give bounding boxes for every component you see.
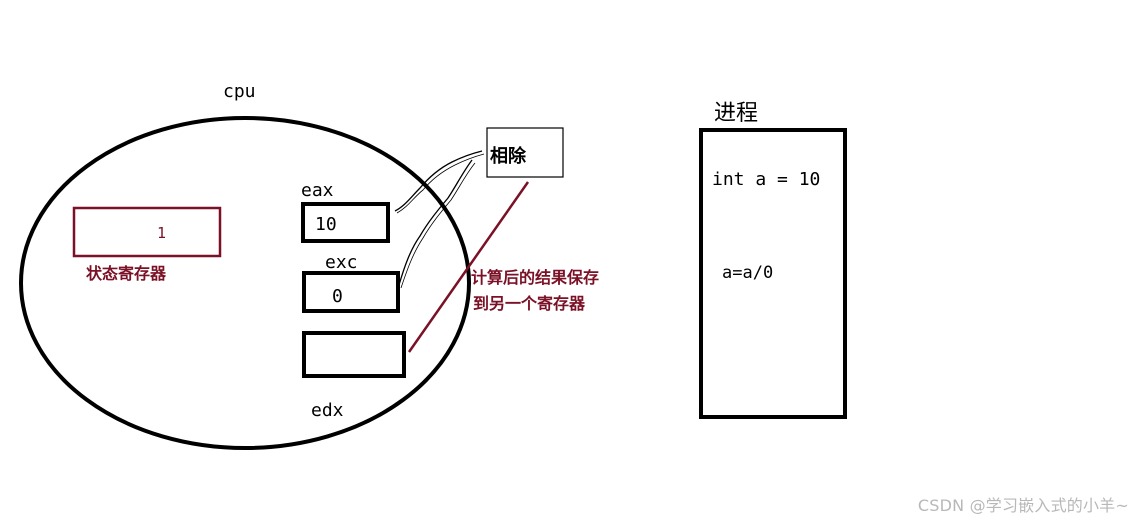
process-code-line1: int a = 10 <box>712 169 820 190</box>
eax-label: eax <box>301 180 334 201</box>
eax-register-value: 10 <box>315 214 337 235</box>
exc-register-value: 0 <box>332 286 343 307</box>
process-title: 进程 <box>714 101 758 126</box>
process-code-line2: a=a/0 <box>722 263 773 283</box>
edx-label: edx <box>311 400 344 421</box>
exc-register-box <box>302 271 400 313</box>
exc-label: exc <box>325 252 358 273</box>
csdn-watermark: CSDN @学习嵌入式的小羊~ <box>917 496 1129 515</box>
divide-label: 相除 <box>490 145 527 167</box>
result-annotation-line1: 计算后的结果保存 <box>471 268 599 287</box>
status-register-box <box>72 206 222 258</box>
result-annotation-line2: 到另一个寄存器 <box>473 294 586 313</box>
cpu-label: cpu <box>223 81 256 102</box>
process-box <box>699 128 847 419</box>
divide-box <box>486 127 564 178</box>
status-register-value: 1 <box>157 224 166 242</box>
exc-to-divide-connector <box>398 159 473 286</box>
edx-register-box <box>302 331 406 378</box>
eax-register-box <box>301 202 390 243</box>
exc-to-divide-connector-shadow <box>400 162 476 289</box>
status-register-label: 状态寄存器 <box>86 264 167 283</box>
cpu-ellipse <box>19 116 471 450</box>
divide-to-edx-line <box>407 181 530 353</box>
eax-to-divide-connector-shadow <box>396 153 485 214</box>
eax-to-divide-connector <box>394 150 483 212</box>
